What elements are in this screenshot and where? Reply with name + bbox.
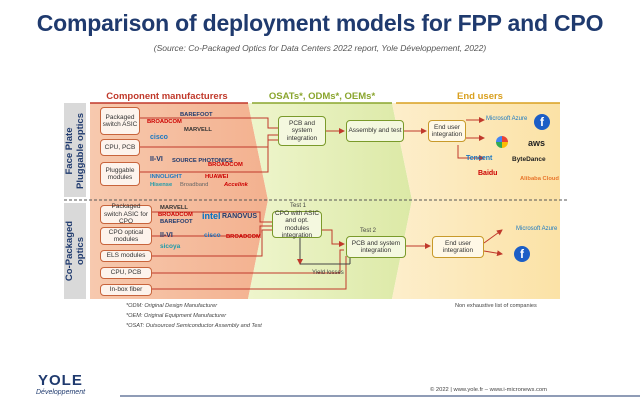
cpo-in-box-fiber: In-box fiber [100, 284, 152, 296]
fpp-pluggable-modules: Pluggable modules [100, 162, 140, 186]
logo-barefoot-cpo: BAREFOOT [160, 219, 193, 225]
test-2-label: Test 2 [360, 228, 377, 234]
copyright: © 2022 | www.yole.fr – www.i-micronews.c… [430, 387, 547, 393]
fpp-pcb-system-integration: PCB and system integration [278, 116, 326, 146]
cpo-row-band [64, 203, 86, 299]
logo-baidu: Baidu [478, 170, 498, 177]
fpp-row-band [64, 103, 86, 197]
cpo-optical-modules: CPO optical modules [100, 227, 152, 245]
yield-losses-label: Yield losses [312, 270, 344, 276]
logo-barefoot: BAREFOOT [180, 112, 213, 118]
page-title: Comparison of deployment models for FPP … [36, 10, 604, 36]
non-exhaustive-note: Non exhaustive list of companies [455, 303, 537, 309]
logo-innolight: INNOLIGHT [150, 174, 182, 180]
logo-marvell: MARVELL [184, 127, 212, 133]
test-1-label: Test 1 [290, 203, 307, 209]
google-icon [496, 136, 508, 148]
logo-broadcom-2: BROADCOM [208, 162, 243, 168]
header-component-manufacturers: Component manufacturers [106, 91, 228, 102]
logo-sicoya: sicoya [160, 243, 181, 250]
logo-broadcom-cpo-2: BROADCOM [226, 234, 261, 240]
header-osats: OSATs*, ODMs*, OEMs* [268, 91, 376, 102]
cpo-cpu-pcb: CPU, PCB [100, 267, 152, 279]
logo-broadcom-cpo: BROADCOM [158, 212, 193, 218]
enduser-column-bg [392, 103, 560, 299]
fpp-cpu-pcb: CPU, PCB [100, 139, 140, 156]
logo-intel: intel [202, 211, 221, 221]
header-end-users: End users [457, 91, 503, 102]
cpo-asic-module-integration: CPO with ASIC and opt. modules integrati… [272, 210, 322, 239]
logo-aws: aws [528, 138, 546, 148]
logo-huawei: HUAWEI [205, 174, 229, 180]
logo-source-photonics: SOURCE PHOTONICS [172, 158, 233, 164]
logo-marvell-cpo: MARVELL [160, 205, 188, 211]
fpp-end-user-integration: End user integration [428, 120, 466, 142]
footnote-odm: *ODM: Original Design Manufacturer [126, 303, 218, 309]
page-subtitle: (Source: Co-Packaged Optics for Data Cen… [153, 43, 487, 53]
facebook-icon: f [534, 114, 550, 130]
logo-microsoft-azure-cpo: Microsoft Azure [516, 226, 558, 232]
footnote-oem: *OEM: Original Equipment Manufacturer [126, 313, 227, 319]
cpo-packaged-switch-asic: Packaged switch ASIC for CPO [100, 203, 152, 225]
fpp-assembly-test: Assembly and test [346, 120, 404, 142]
cpo-pcb-system-integration: PCB and system integration [346, 236, 406, 258]
yole-logo: YOLE Développement [36, 372, 86, 396]
cpo-els-modules: ELS modules [100, 250, 152, 262]
logo-cisco-cpo: cisco [204, 232, 221, 239]
logo-broadband: Broadband [180, 182, 209, 188]
logo-broadcom: BROADCOM [147, 119, 182, 125]
facebook-icon-cpo: f [514, 246, 530, 262]
logo-bytedance: ByteDance [512, 156, 546, 163]
cpo-end-user-integration: End user integration [432, 236, 484, 258]
logo-alibaba-cloud: Alibaba Cloud [520, 176, 559, 182]
logo-ranovus: RANOVUS [222, 213, 258, 220]
logo-ii-vi: II-VI [150, 156, 163, 163]
logo-accelink: Accelink [224, 182, 248, 188]
logo-tencent: Tencent [466, 155, 493, 162]
logo-microsoft-azure: Microsoft Azure [486, 116, 528, 122]
logo-hisense: Hisense [150, 182, 173, 188]
footnote-osat: *OSAT: Outsourced Semiconductor Assembly… [126, 323, 262, 329]
logo-cisco: cisco [150, 134, 168, 141]
fpp-packaged-switch-asic: Packaged switch ASIC [100, 107, 140, 135]
logo-ii-vi-cpo: II-VI [160, 232, 173, 239]
